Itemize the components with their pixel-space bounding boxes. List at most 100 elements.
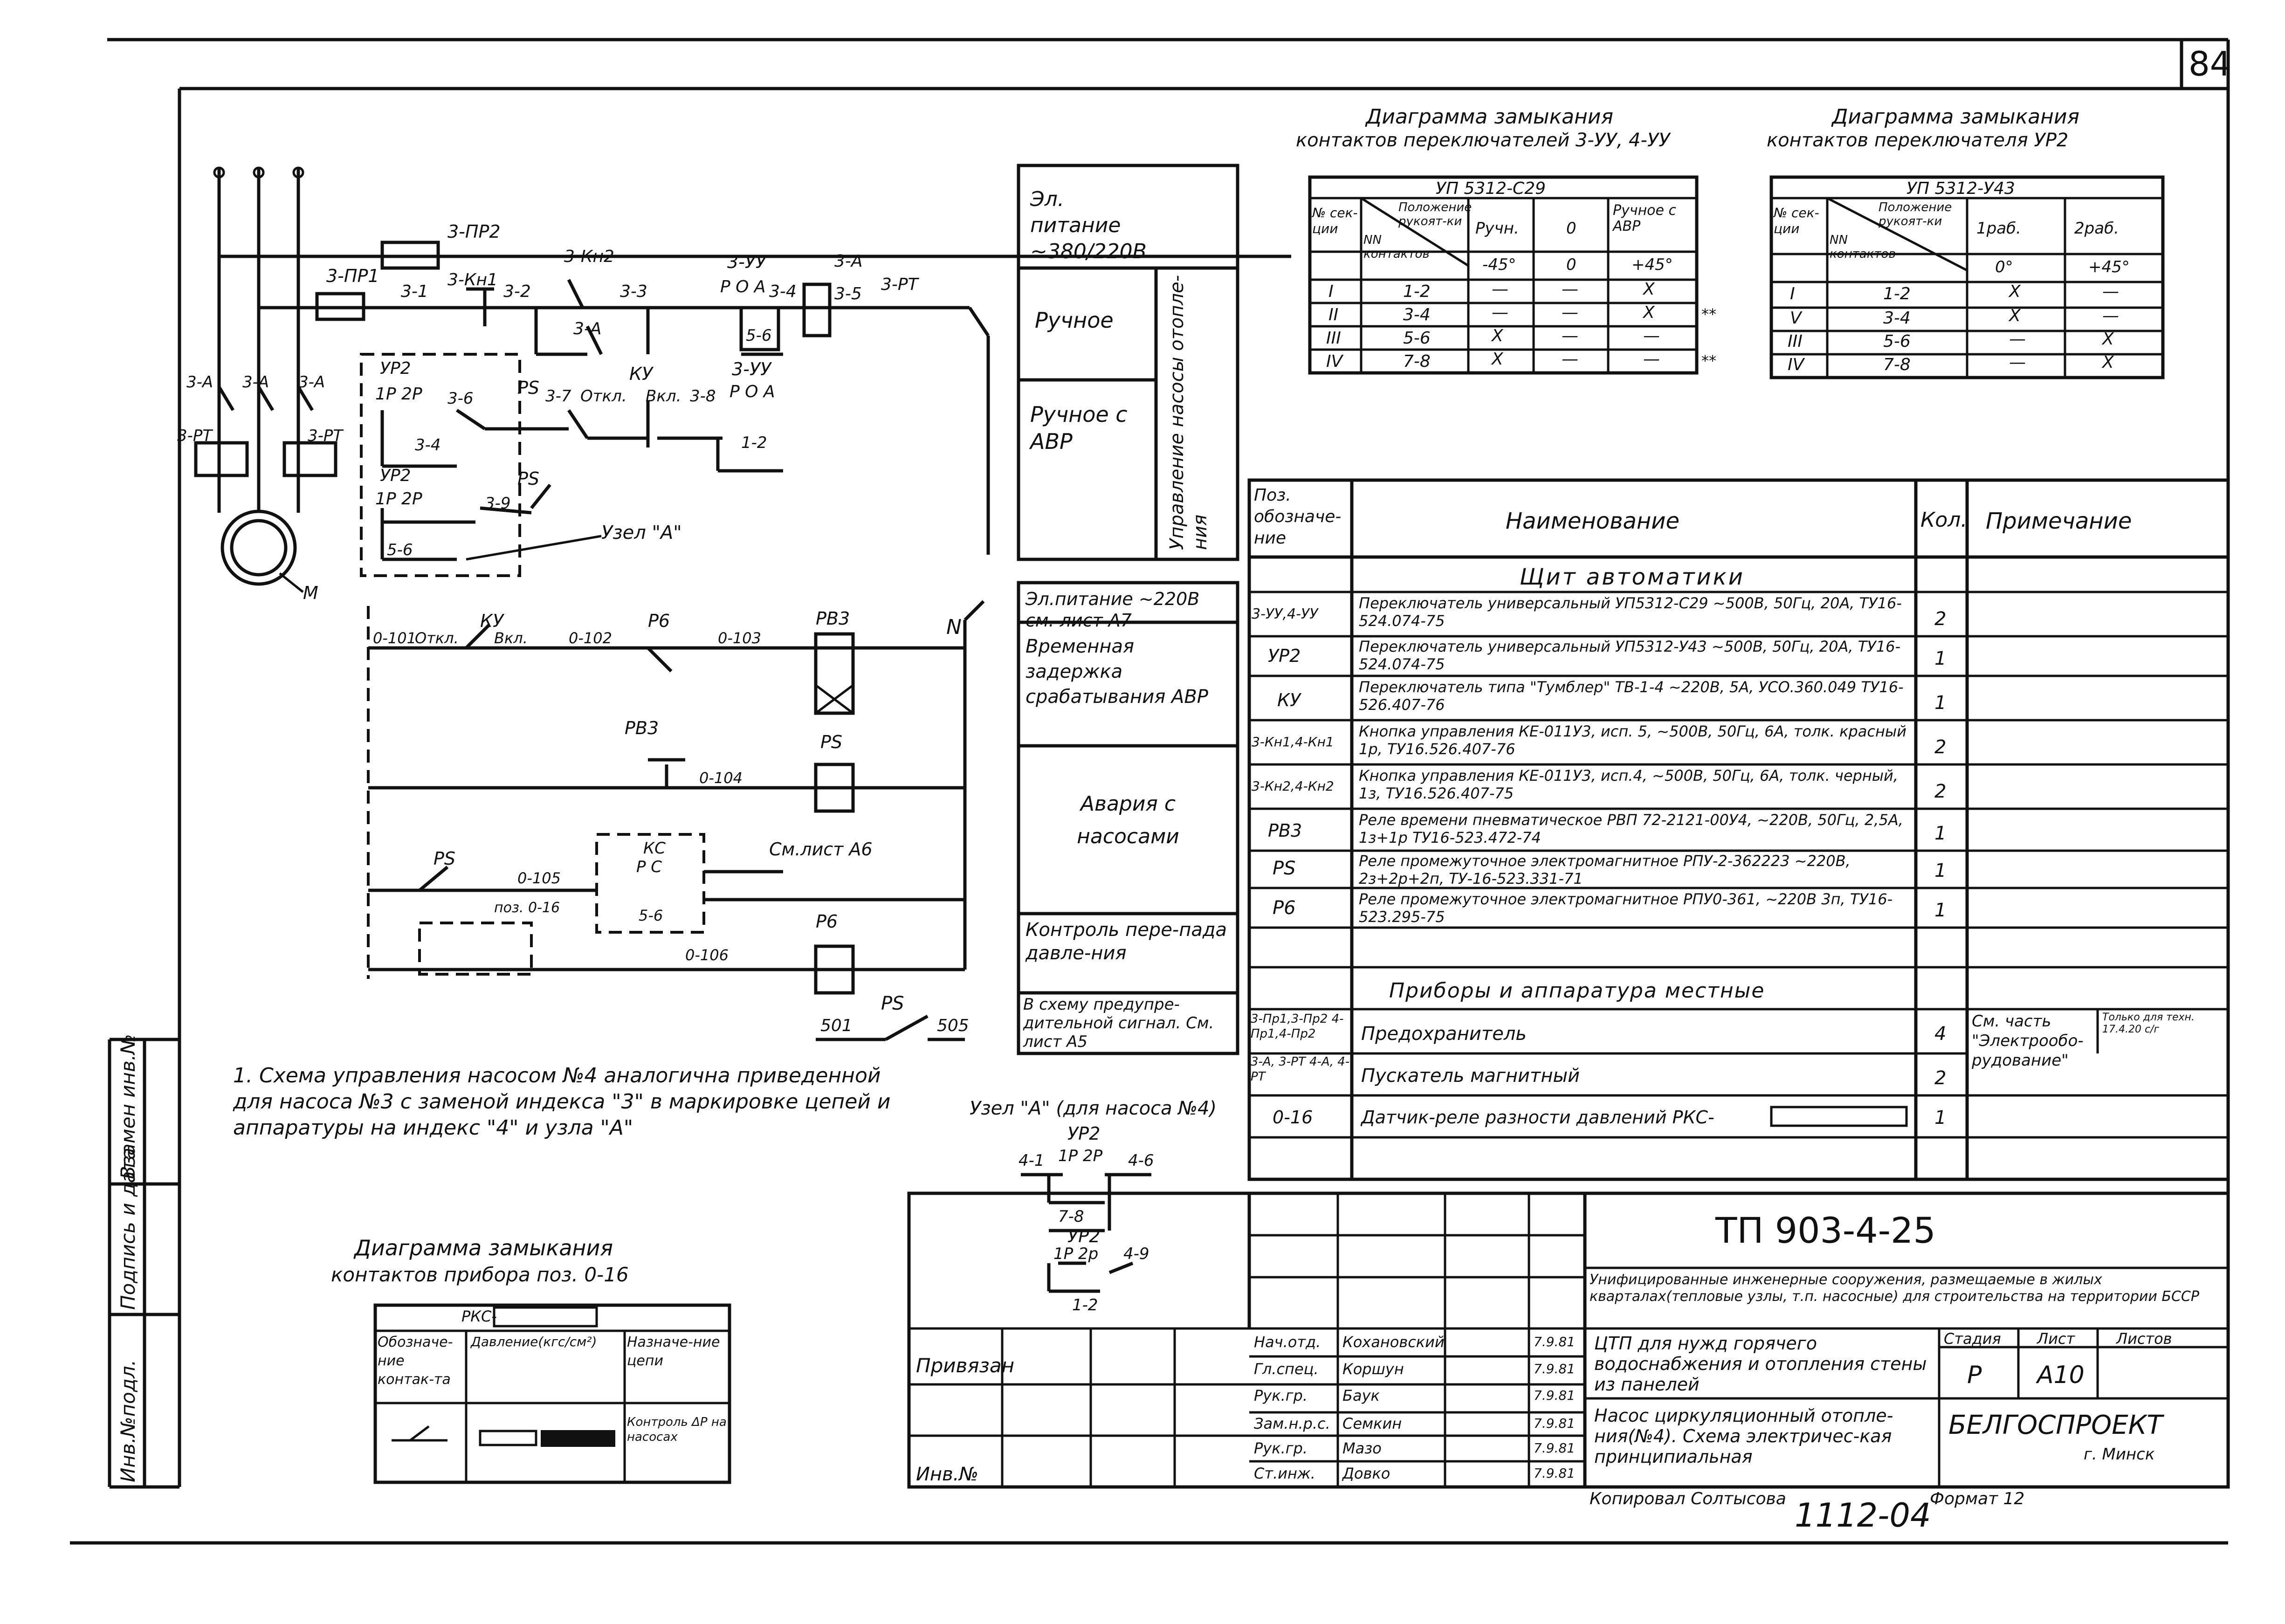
label-see-a6: См.лист А6: [769, 839, 873, 860]
uzel-a-41: 4-1: [1019, 1151, 1045, 1170]
diag2-angle-2: +45°: [2088, 258, 2130, 276]
uzel-a-1p2p-b: 1Р 2р: [1053, 1245, 1099, 1263]
title-number: 1112-04: [1795, 1496, 1931, 1535]
spec-name: Датчик-реле разности давлений РКС-: [1361, 1107, 1714, 1128]
diag2-nn: 7-8: [1883, 355, 1911, 374]
label-33: 3-3: [620, 282, 647, 301]
diag2-h-pos: Положение рукоят-ки: [1879, 200, 1952, 228]
diag1-col-avr: Ручное с АВР: [1613, 202, 1677, 234]
label-0104: 0-104: [699, 769, 743, 787]
diag1-title1: Диаграмма замыкания: [1366, 105, 1613, 129]
label-c34: 3-4: [415, 436, 441, 454]
diag1-v: —: [1562, 280, 1578, 299]
diag2-sec: III: [1788, 332, 1803, 351]
label-c56b: 5-6: [639, 907, 663, 924]
spec-qty: 2: [1934, 608, 1947, 630]
label-uy-mid: 3-УУ: [732, 359, 771, 379]
label-ps-b: PS: [517, 468, 540, 489]
person-date: 7.9.81: [1534, 1334, 1576, 1349]
label-a2: 3-А: [242, 373, 269, 392]
label-32: 3-2: [503, 282, 531, 301]
spec-pos: РВ3: [1268, 820, 1302, 841]
label-0106: 0-106: [685, 946, 729, 964]
label-motor: М: [303, 583, 318, 603]
title-sheet: А10: [2037, 1361, 2085, 1389]
label-pt-right: 3-РТ: [308, 427, 343, 445]
label-34: 3-4: [769, 282, 797, 301]
diag3-device: РКС-: [461, 1307, 497, 1325]
diag1-title2: контактов переключателей 3-УУ, 4-УУ: [1296, 130, 1670, 151]
spec-qty: 1: [1934, 648, 1947, 669]
title-sheet-h: Лист: [2037, 1330, 2075, 1348]
person-date: 7.9.81: [1534, 1466, 1576, 1481]
diag1-h-nn: NN контактов: [1363, 233, 1430, 261]
diag1-v: —: [1643, 326, 1660, 345]
label-p0a-top: Р О А: [720, 277, 766, 296]
label-otkl: Откл.: [580, 387, 627, 406]
spec-name: Переключатель универсальный УП5312-У43 ~…: [1359, 638, 1901, 673]
label-otkl2: Откл.: [415, 629, 459, 647]
panel-pressure-control: Контроль пере-пада давле-ния: [1025, 919, 1227, 964]
panel-power-220: Эл.питание ~220В см. лист А7: [1025, 589, 1200, 631]
diag1-h-no: № сек-ции: [1312, 205, 1358, 236]
diag1-v: X: [1643, 280, 1655, 299]
diag2-nn: 5-6: [1883, 332, 1911, 351]
person-role: Ст.инж.: [1254, 1465, 1315, 1482]
label-pos016: поз. 0-16: [494, 900, 560, 916]
diag3-h1: Обозначе-ние контак-та: [378, 1334, 453, 1388]
spec-pos: 3-Кн1,4-Кн1: [1252, 734, 1334, 750]
label-pr1: 3-ПР1: [326, 266, 379, 286]
spec-qty: 4: [1934, 1023, 1947, 1045]
diag2-h-nn: NN контактов: [1830, 233, 1896, 261]
spec-pos: 3-УУ,4-УУ: [1252, 606, 1318, 622]
diag2-nn: 3-4: [1883, 309, 1911, 328]
spec-name: Кнопка управления КЕ-011У3, исп. 5, ~500…: [1359, 723, 1906, 758]
label-501: 501: [820, 1016, 853, 1035]
diag1-sec: III: [1326, 329, 1341, 348]
diag1-nn: 7-8: [1403, 352, 1431, 371]
spec-h-qty: Кол.: [1920, 508, 1968, 532]
person-date: 7.9.81: [1534, 1416, 1576, 1431]
spec-qty: 1: [1934, 692, 1947, 714]
diag1-angle-1: -45°: [1482, 255, 1516, 274]
spec-group1: Щит автоматики: [1520, 564, 1745, 590]
spec-qty: 1: [1934, 1107, 1947, 1129]
title-sheet-title: Насос циркуляционный отопле-ния(№4). Схе…: [1594, 1405, 1893, 1467]
spec-group2: Приборы и аппаратура местные: [1389, 979, 1765, 1003]
label-1p2p-b: 1Р 2Р: [375, 489, 422, 509]
person-role: Рук.гр.: [1254, 1387, 1308, 1404]
diag2-v: —: [2009, 353, 2026, 372]
spec-name: Кнопка управления КЕ-011У3, исп.4, ~500В…: [1359, 767, 1898, 802]
label-ps-a: PS: [517, 378, 540, 398]
diag2-h-no: № сек-ции: [1774, 205, 1819, 236]
uzel-a-up2-bottom: УР2: [1067, 1226, 1101, 1246]
diag1-angle-2: 0: [1566, 255, 1576, 274]
diag1-v: X: [1492, 326, 1503, 345]
label-kn2: 3-Кн2: [564, 247, 614, 266]
spec-h-pos: Поз. обозначе-ние: [1254, 486, 1342, 548]
spec-name: Реле времени пневматическое РВП 72-2121-…: [1359, 811, 1903, 846]
person-date: 7.9.81: [1534, 1440, 1576, 1456]
person-name: Кохановский: [1342, 1333, 1445, 1351]
label-pt-top: 3-РТ: [881, 275, 918, 294]
spec-h-note: Примечание: [1986, 508, 2132, 534]
diag1-angle-3: +45°: [1631, 255, 1673, 274]
label-psc: PS: [820, 732, 843, 752]
person-name: Баук: [1342, 1387, 1380, 1404]
diag2-v: X: [2009, 306, 2021, 325]
spec-h-name: Наименование: [1506, 508, 1680, 534]
diag2-type: УП 5312-У43: [1906, 179, 2015, 198]
label-pt-left: 3-РТ: [177, 427, 213, 445]
title-format: Формат 12: [1930, 1489, 2025, 1508]
diag1-sec: I: [1328, 282, 1334, 301]
spec-qty: 1: [1934, 900, 1947, 921]
spec-pos: 3-Пр1,3-Пр2 4-Пр1,4-Пр2: [1251, 1012, 1344, 1041]
title-code: ТП 903-4-25: [1715, 1210, 1936, 1251]
diag1-v: —: [1492, 303, 1508, 322]
spec-name: Пускатель магнитный: [1361, 1065, 1580, 1087]
label-relay-a: 3-А: [834, 252, 863, 271]
strip-replace-label: Взамен инв.№: [117, 1034, 139, 1179]
label-31: 3-1: [401, 282, 428, 301]
diag2-title1: Диаграмма замыкания: [1832, 105, 2079, 129]
label-0102: 0-102: [569, 629, 612, 647]
